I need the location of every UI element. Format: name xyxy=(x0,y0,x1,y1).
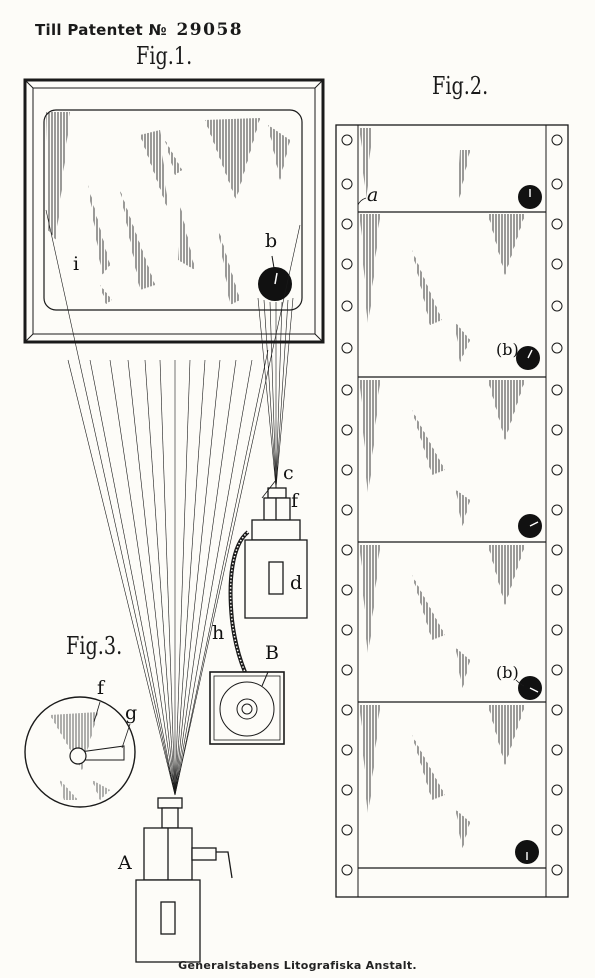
label-b: b xyxy=(265,230,278,252)
label-f-fig3: f xyxy=(97,677,105,699)
label-i: i xyxy=(73,253,80,275)
film-frame-3 xyxy=(360,380,542,538)
fig3-title: Fig.3. xyxy=(66,632,123,660)
film-frame-5 xyxy=(360,705,539,864)
dial-b-on-screen xyxy=(258,255,292,301)
patent-header: Till Patentet № 29058 xyxy=(35,20,243,40)
label-g: g xyxy=(125,702,138,724)
label-b-paren-2: (b) xyxy=(496,663,519,682)
label-B: B xyxy=(265,642,279,664)
lithographer-credit: Generalstabens Litografiska Anstalt. xyxy=(178,959,417,972)
fig1-title: Fig.1. xyxy=(136,42,193,70)
label-f: f xyxy=(291,490,299,512)
patent-number: 29058 xyxy=(176,20,244,40)
projection-rays-a xyxy=(45,209,301,796)
label-d: d xyxy=(290,572,303,594)
projection-rays-c xyxy=(257,297,294,489)
leader-lines xyxy=(261,197,525,687)
patent-number-mark: № xyxy=(148,21,167,39)
phonograph-b xyxy=(209,671,285,745)
fig2-title: Fig.2. xyxy=(432,72,489,100)
patent-prefix: Till Patentet xyxy=(35,21,144,39)
label-h: h xyxy=(212,622,225,644)
label-c: c xyxy=(283,462,294,484)
fig3-disc xyxy=(24,696,136,808)
projector-a xyxy=(135,797,233,963)
label-A: A xyxy=(118,852,132,874)
film-frame-4 xyxy=(360,545,542,700)
label-a: a xyxy=(367,184,379,206)
film-frame-1 xyxy=(360,128,542,209)
film-frame-2 xyxy=(360,214,540,370)
projector-d xyxy=(244,487,308,619)
label-b-paren-1: (b) xyxy=(496,340,519,359)
projection-screen xyxy=(23,78,325,344)
